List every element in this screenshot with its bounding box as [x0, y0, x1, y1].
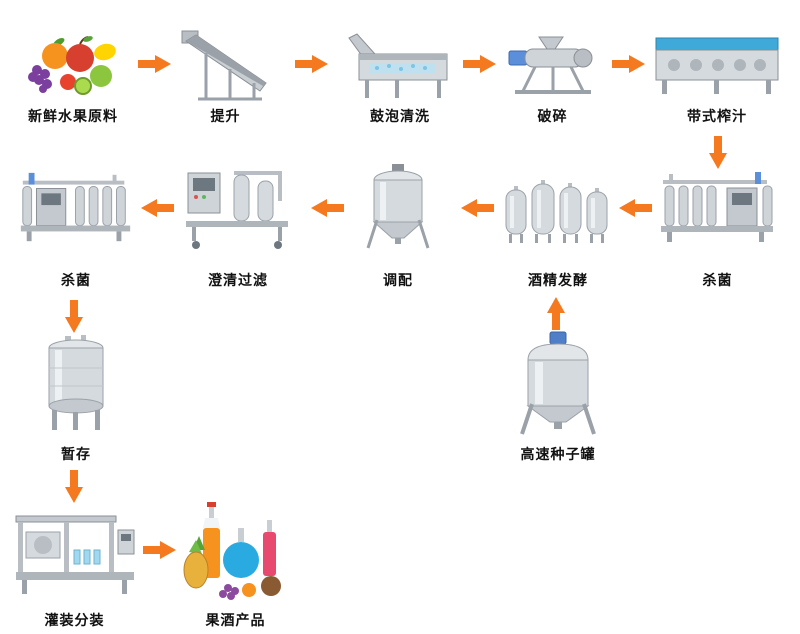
clarification-node [182, 165, 294, 250]
seed-tank-node [512, 330, 604, 438]
alcohol-fermentation-node [502, 176, 614, 246]
label-blending: 调配 [383, 273, 413, 289]
arrow-left-icon [141, 199, 174, 217]
lifting-conveyor-image [181, 30, 267, 101]
arrow-blending-to-clarification [310, 198, 344, 218]
label-clarification: 澄清过滤 [208, 273, 268, 289]
arrow-down-icon [65, 300, 83, 333]
blending-tank-image [366, 164, 430, 249]
sterilizer-left-image [20, 172, 131, 242]
filling-machine-image [15, 515, 135, 594]
arrow-down-icon [65, 470, 83, 503]
filling-node [12, 510, 137, 598]
arrow-right-icon [463, 55, 496, 73]
temporary-storage-node [35, 332, 117, 434]
arrow-right-icon [143, 541, 176, 559]
fresh-fruit-node [25, 30, 120, 102]
arrow-filling-to-product [143, 540, 177, 560]
bubble-washing-node [345, 32, 455, 102]
arrow-fermentation-to-blending [460, 198, 494, 218]
label-temporary-storage: 暂存 [61, 447, 91, 463]
lifting-node [178, 25, 273, 103]
arrow-fresh-to-lifting [138, 54, 172, 74]
sterilization-right-node [655, 170, 780, 246]
seed-tank-image [520, 331, 596, 435]
storage-tank-image [48, 335, 104, 430]
product-node [183, 498, 288, 600]
arrow-left-icon [461, 199, 494, 217]
arrow-right-icon [138, 55, 171, 73]
label-sterilization-right: 杀菌 [702, 273, 733, 289]
label-product: 果酒产品 [205, 613, 266, 629]
arrow-left-icon [311, 199, 344, 217]
label-filling: 灌装分装 [44, 613, 105, 629]
fermentation-tanks-image [505, 180, 608, 243]
label-belt-juicing: 带式榨汁 [687, 109, 747, 125]
label-fresh-fruit: 新鲜水果原料 [28, 109, 118, 125]
clarification-filter-image [186, 171, 288, 249]
belt-juicer-image [655, 37, 779, 94]
label-seed-tank: 高速种子罐 [520, 447, 596, 463]
arrow-right-icon [295, 55, 328, 73]
arrow-washing-to-crushing [463, 54, 497, 74]
arrow-lifting-to-washing [295, 54, 329, 74]
arrow-storage-to-filling [64, 470, 84, 504]
blending-node [352, 162, 444, 250]
belt-juicing-node [652, 32, 782, 98]
crushing-node [505, 35, 600, 97]
arrow-seedtank-to-fermentation [546, 296, 566, 330]
sterilizer-right-image [661, 172, 773, 242]
arrow-up-icon [547, 297, 565, 330]
label-sterilization-left: 杀菌 [61, 273, 91, 289]
arrow-clarification-to-sterilization [140, 198, 174, 218]
label-crushing: 破碎 [537, 109, 568, 125]
label-alcohol-fermentation: 酒精发酵 [528, 273, 588, 289]
crusher-image [508, 36, 593, 94]
arrow-sterilization-to-storage [64, 300, 84, 334]
label-bubble-washing: 鼓泡清洗 [370, 109, 430, 125]
arrow-left-icon [619, 199, 652, 217]
arrow-right-icon [612, 55, 645, 73]
fruit-wine-products-image [183, 502, 281, 600]
label-lifting: 提升 [210, 109, 241, 125]
arrow-sterilization-to-fermentation [618, 198, 652, 218]
arrow-juicing-to-sterilization [708, 136, 728, 170]
bubble-washer-image [348, 33, 448, 98]
arrow-down-icon [709, 136, 727, 169]
arrow-crushing-to-juicing [612, 54, 646, 74]
sterilization-left-node [15, 170, 137, 246]
fresh-fruit-image [28, 36, 116, 95]
